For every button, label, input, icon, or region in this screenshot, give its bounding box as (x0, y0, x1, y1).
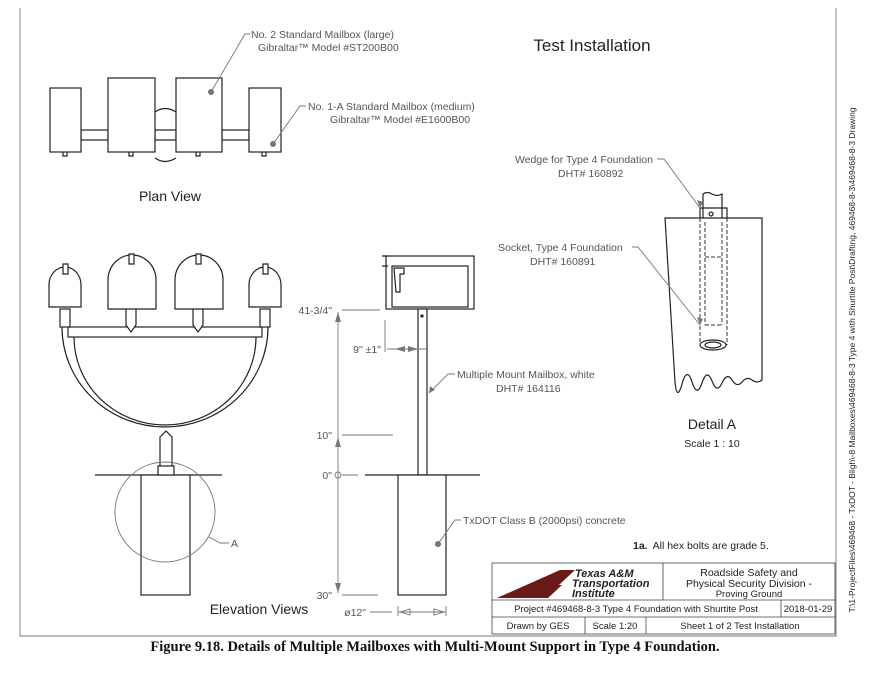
mailbox-medium (49, 87, 82, 153)
detail-title: Detail A (688, 416, 737, 432)
mailbox-large (107, 77, 156, 153)
callout-wedge-line2: DHT# 160892 (558, 168, 624, 180)
logo-line2: Transportation (572, 578, 650, 590)
logo-line1: Texas A&M (575, 568, 634, 580)
front-elevation: A (48, 253, 282, 596)
note-text: All hex bolts are grade 5. (653, 540, 769, 552)
detail-scale: Scale 1 : 10 (684, 438, 740, 450)
title-block: Texas A&M Transportation Institute Roads… (491, 562, 836, 635)
dim-offset: 9" ±1" (353, 344, 381, 356)
elevation-views-label: Elevation Views (210, 601, 309, 617)
drawing-title: Test Installation (533, 36, 650, 55)
callout-post-line2: DHT# 164116 (496, 383, 561, 395)
logo-line3: Institute (572, 588, 615, 600)
detail-a: Wedge for Type 4 Foundation DHT# 160892 … (498, 154, 763, 450)
drawing-frame (19, 8, 837, 637)
project-info: Project #469468-8-3 Type 4 Foundation wi… (514, 604, 758, 615)
dim-mid: 10" (317, 430, 333, 442)
mailbox-large (175, 77, 223, 153)
tti-logo-mark (497, 570, 575, 598)
dim-bottom: 30" (317, 590, 333, 602)
note: 1a. All hex bolts are grade 5. (633, 540, 769, 552)
division-line1: Roadside Safety and (700, 567, 798, 579)
sheet-info: Sheet 1 of 2 Test Installation (680, 621, 799, 632)
callout-large-line1: No. 2 Standard Mailbox (large) (251, 29, 394, 41)
side-elevation: 41-3/4" 10" 0" 30" 9" ±1" ø12" Multiple … (210, 255, 626, 619)
callout-post-line1: Multiple Mount Mailbox, white (457, 369, 595, 381)
drawn-by: Drawn by GES (507, 621, 570, 632)
dim-top: 41-3/4" (299, 305, 333, 317)
division-line3: Proving Ground (716, 589, 783, 600)
dim-diameter: ø12" (344, 607, 366, 619)
callout-socket-line2: DHT# 160891 (530, 256, 596, 268)
drawing-scale: Scale 1:20 (593, 621, 638, 632)
figure-caption: Figure 9.18. Details of Multiple Mailbox… (150, 639, 720, 655)
callout-medium-line1: No. 1-A Standard Mailbox (medium) (308, 101, 475, 113)
callout-large-line2: Gibraltar™ Model #ST200B00 (258, 42, 399, 54)
plan-view-label: Plan View (139, 188, 202, 204)
drawing-date: 2018-01-29 (784, 604, 833, 615)
callout-medium-line2: Gibraltar™ Model #E1600B00 (330, 114, 470, 126)
plan-view: No. 2 Standard Mailbox (large) Gibraltar… (49, 29, 475, 204)
mailbox-medium (248, 87, 282, 153)
callout-concrete: TxDOT Class B (2000psi) concrete (463, 515, 626, 527)
callout-wedge-line1: Wedge for Type 4 Foundation (515, 154, 653, 166)
division-line2: Physical Security Division - (686, 578, 813, 590)
detail-marker-a: A (231, 538, 238, 550)
callout-socket-line1: Socket, Type 4 Foundation (498, 242, 623, 254)
note-number: 1a. (633, 540, 648, 552)
dim-ground: 0" (322, 470, 332, 482)
file-path-label: T:\1-ProjectFiles\469468 - TxDOT - Bligh… (847, 107, 857, 613)
